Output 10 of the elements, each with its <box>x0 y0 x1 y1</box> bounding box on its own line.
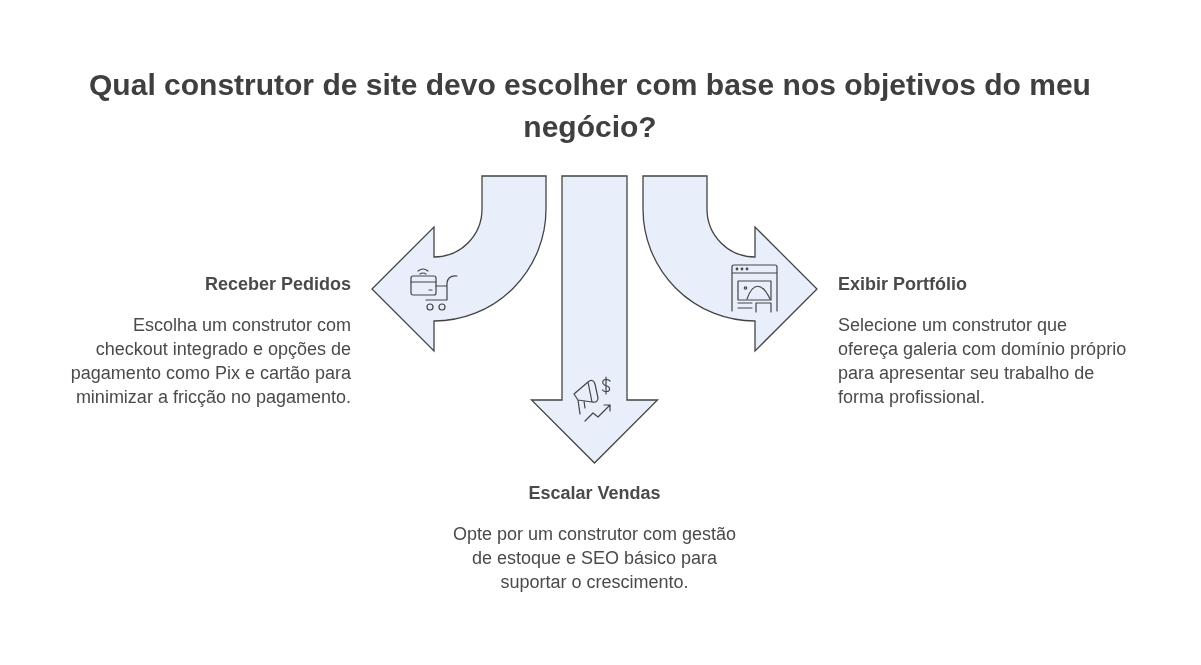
curved-block-arrow <box>642 175 818 352</box>
curved-block-arrow <box>371 175 547 352</box>
option-description: Selecione um construtor que ofereça galeria com domínio próprio para apresentar seu trabalho de forma profissional. <box>838 314 1128 409</box>
option-description: Opte por um construtor com gestão de estoque e SEO básico para suportar o crescimento. <box>451 523 738 594</box>
option-heading: Exibir Portfólio <box>838 273 968 296</box>
diagram-title: Qual construtor de site devo escolher com base nos objetivos do meu negócio? <box>88 67 1092 145</box>
option-heading: Receber Pedidos <box>203 273 351 296</box>
block-arrow <box>529 175 660 464</box>
option-heading: Escalar Vendas <box>527 482 662 505</box>
option-description: Escolha um construtor com checkout integrado e opções de pagamento como Pix e cartão para minimizar a fricção no pagamento. <box>69 314 351 409</box>
